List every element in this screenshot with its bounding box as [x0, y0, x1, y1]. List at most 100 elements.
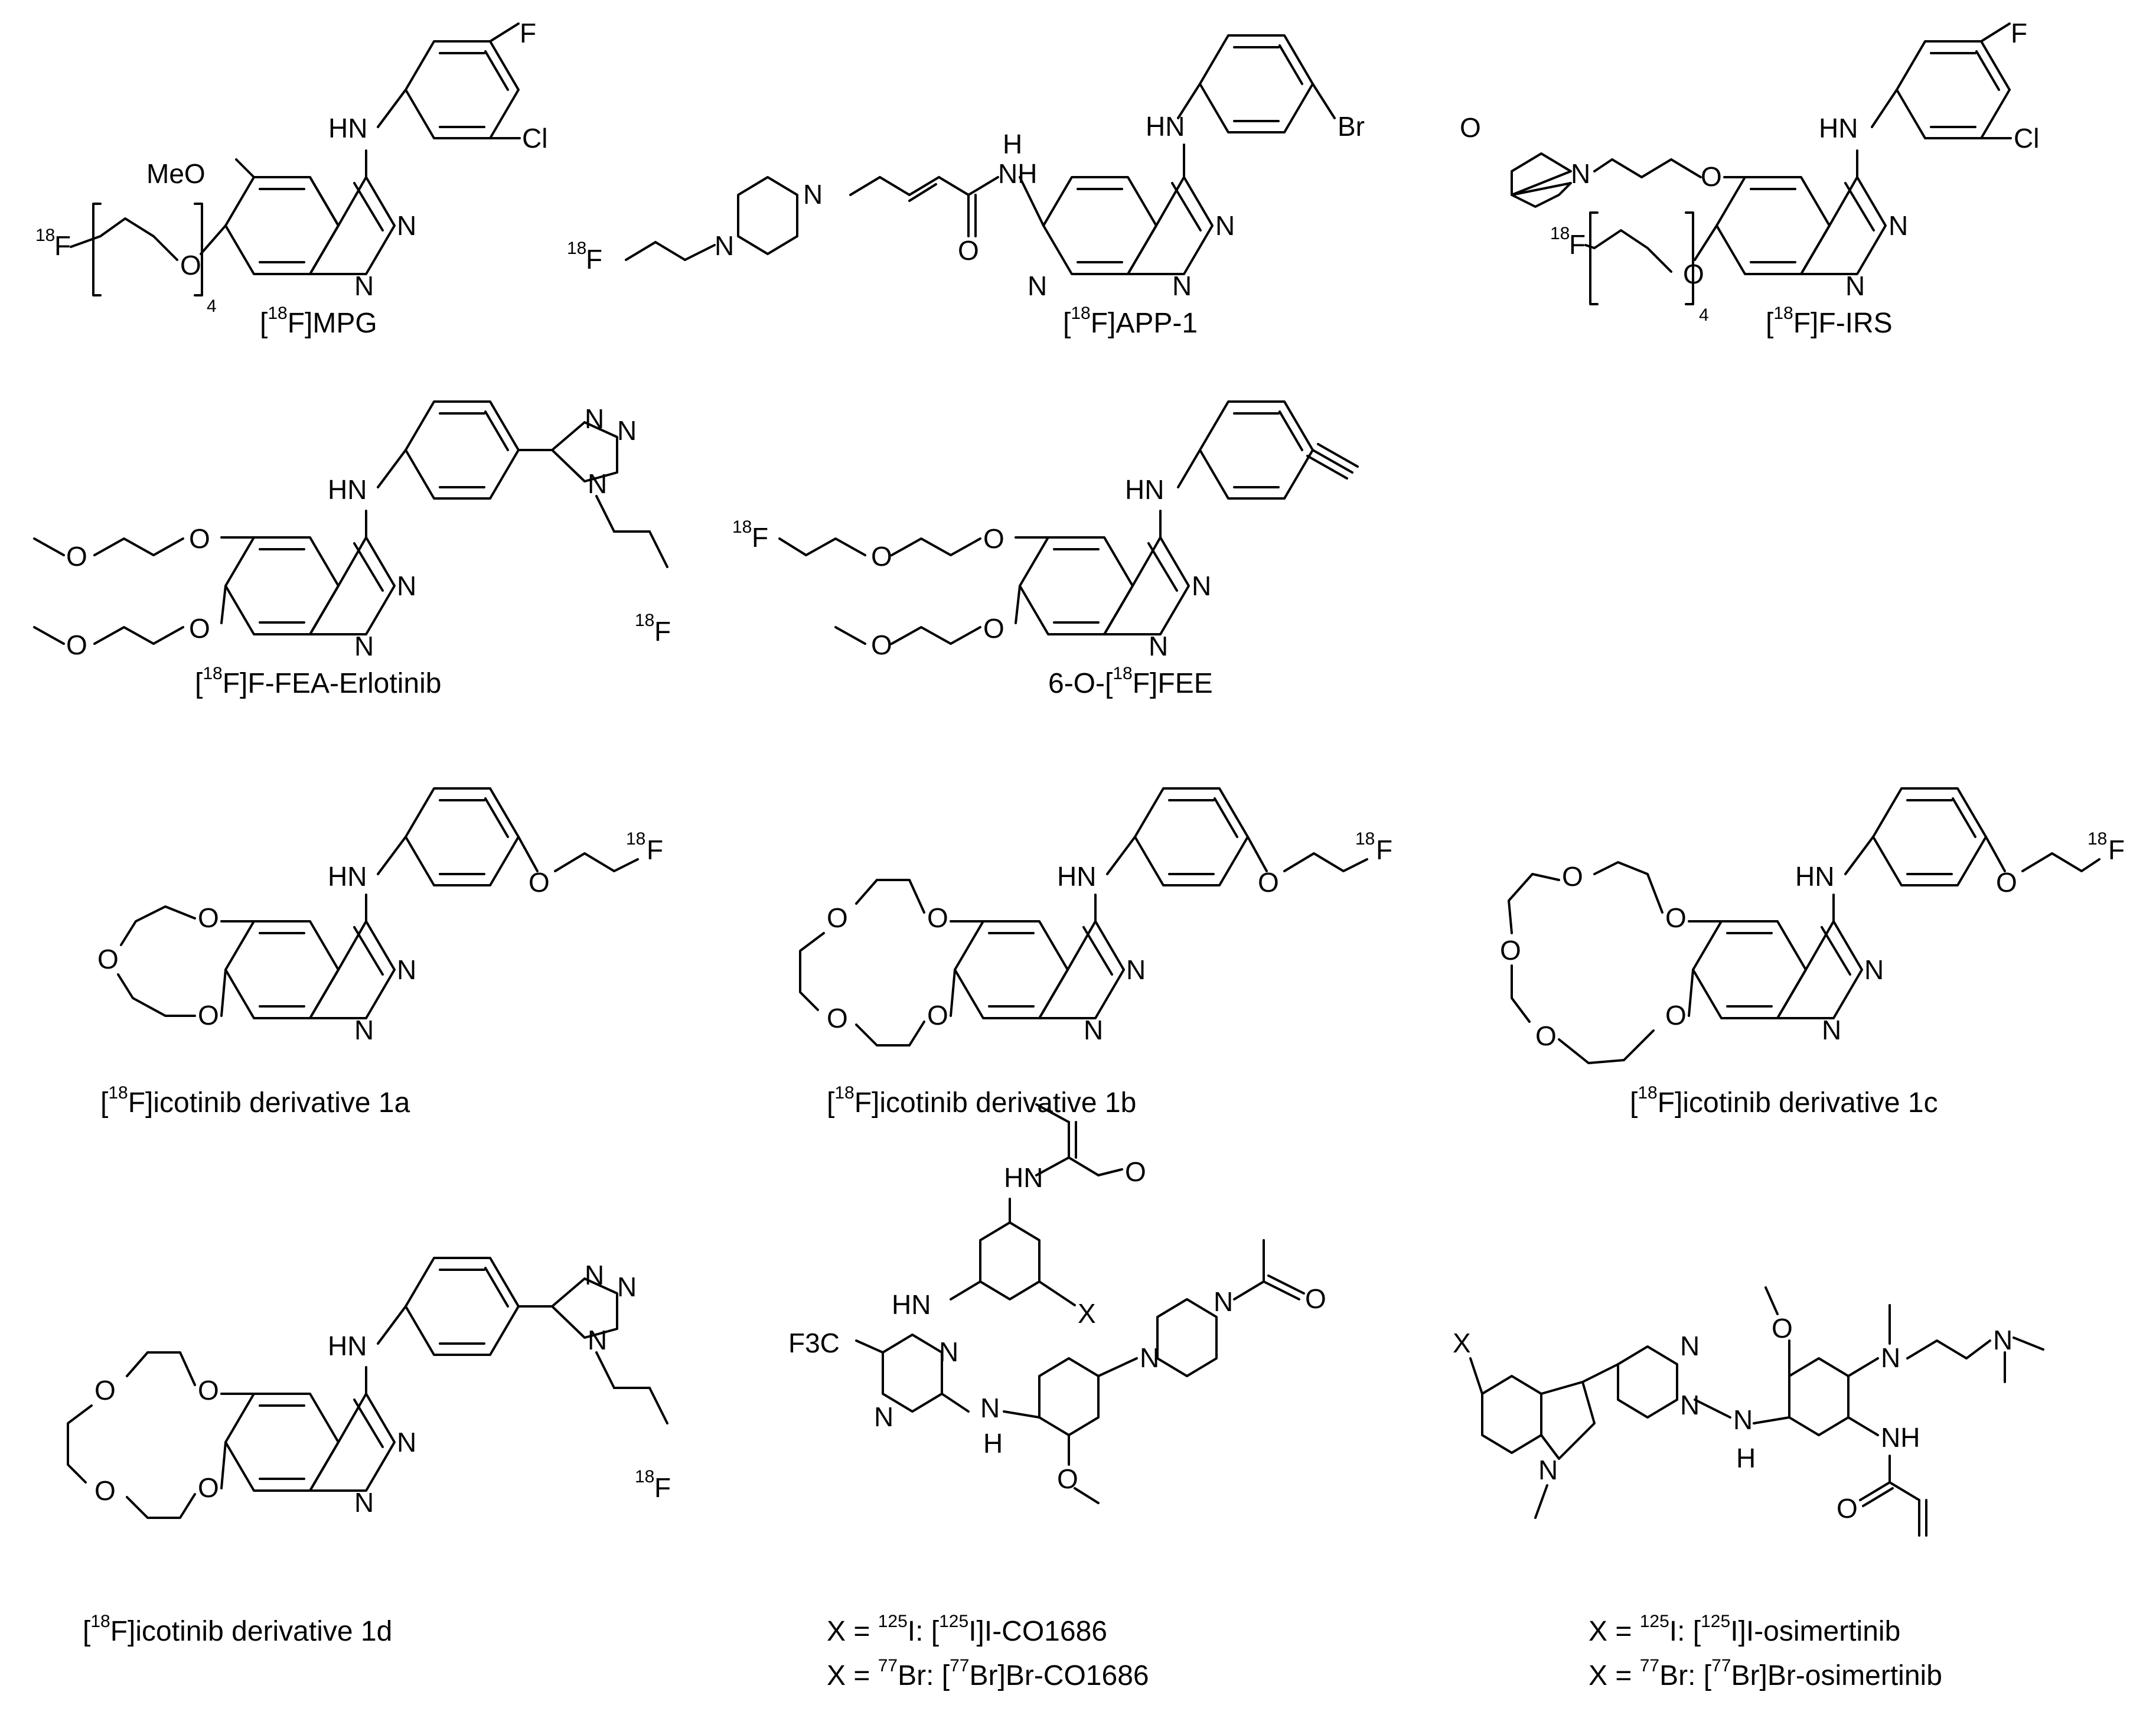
atom-n: N	[397, 954, 416, 985]
atom-n: N	[1028, 270, 1047, 301]
atom-o: O	[1562, 861, 1583, 892]
atom-o: O	[1665, 902, 1687, 933]
structure-ffea-erlotinib: N N N 18 F HN N N O O O O	[33, 400, 671, 661]
atom-n: N	[939, 1336, 958, 1367]
svg-text:F: F	[654, 1472, 671, 1503]
atom-o: O	[827, 902, 848, 933]
caption-osimertinib-i: X = 125I: [125I]I-osimertinib	[1589, 1612, 1901, 1647]
atom-o: O	[97, 944, 119, 974]
svg-text:18: 18	[567, 239, 586, 258]
svg-text:18: 18	[2087, 829, 2107, 849]
atom-n: N	[1215, 210, 1235, 241]
atom-o: O	[189, 523, 210, 554]
atom-o: O	[1500, 935, 1521, 966]
atom-o: O	[1665, 1000, 1687, 1031]
caption-co1686-i: X = 125I: [125I]I-CO1686	[827, 1612, 1107, 1647]
svg-text:F: F	[2108, 834, 2125, 865]
atom-n: N	[803, 179, 823, 210]
atom-o: O	[1125, 1156, 1146, 1187]
atom-hn: HN	[1057, 861, 1096, 892]
structure-osimertinib: X N N N N H O N N NH O	[1453, 1286, 2044, 1537]
structure-icotinib-1b: O 18 F HN N N O O O O	[799, 787, 1392, 1047]
atom-n: N	[715, 230, 734, 261]
atom-o: O	[1772, 1313, 1793, 1344]
atom-hn: HN	[1146, 111, 1185, 142]
atom-o: O	[927, 1000, 948, 1031]
atom-n: N	[354, 270, 374, 301]
atom-n: N	[588, 468, 607, 499]
atom-o: O	[983, 613, 1004, 644]
caption-icotinib-1b: [18F]icotinib derivative 1b	[827, 1083, 1137, 1119]
svg-text:18: 18	[626, 829, 645, 849]
atom-n: N	[588, 1325, 607, 1355]
caption-co1686-br: X = 77Br: [77Br]Br-CO1686	[827, 1656, 1149, 1691]
atom-o: O	[66, 541, 87, 572]
atom-nh: NH	[1881, 1422, 1920, 1453]
atom-n: N	[585, 1260, 604, 1290]
atom-n: N	[1993, 1325, 2013, 1355]
atom-hn: HN	[1819, 113, 1858, 144]
atom-n: N	[1864, 954, 1884, 985]
structure-icotinib-1d: N N N 18 F HN N N O O O O	[67, 1257, 671, 1519]
svg-text:F: F	[54, 230, 71, 261]
atom-n: N	[1192, 571, 1211, 601]
atom-o: O	[1535, 1021, 1557, 1051]
svg-text:18: 18	[732, 517, 752, 537]
atom-cl: Cl	[2014, 123, 2039, 154]
atom-o: O	[189, 613, 210, 644]
svg-text:18: 18	[635, 1467, 654, 1486]
atom-n: N	[1149, 631, 1168, 661]
atom-o: O	[1996, 867, 2017, 898]
atom-o: O	[198, 902, 219, 933]
atom-o: O	[927, 902, 948, 933]
atom-br: Br	[1338, 111, 1365, 142]
structure-firs: F Cl HN N N O N O O 4 18 F	[1460, 18, 2039, 325]
atom-o: O	[198, 1472, 219, 1503]
structure-icotinib-1a: O 18 F HN N N O O O	[97, 787, 663, 1045]
atom-hn: HN	[328, 474, 367, 505]
svg-text:F: F	[647, 834, 663, 865]
atom-o: O	[66, 630, 87, 660]
atom-meo: MeO	[146, 158, 206, 189]
atom-n: N	[397, 1427, 416, 1458]
atom-n: N	[354, 1015, 374, 1045]
atom-n: N	[874, 1401, 893, 1432]
atom-cl: Cl	[522, 123, 547, 154]
atom-f: F	[520, 18, 536, 48]
caption-icotinib-1a: [18F]icotinib derivative 1a	[100, 1083, 410, 1119]
svg-text:F: F	[654, 616, 671, 647]
svg-text:F: F	[1376, 834, 1392, 865]
atom-n: N	[1680, 1390, 1700, 1420]
atom-hn: HN	[328, 113, 367, 144]
atom-n: N	[980, 1393, 1000, 1423]
atom-n: N	[1538, 1455, 1558, 1485]
atom-o: O	[180, 250, 201, 281]
atom-hn: HN	[1125, 474, 1164, 505]
atom-n: N	[397, 571, 416, 601]
atom-o: O	[1837, 1493, 1858, 1524]
atom-n: N	[1084, 1015, 1103, 1045]
atom-h: H	[1003, 129, 1022, 159]
caption-icotinib-1c: [18F]icotinib derivative 1c	[1630, 1083, 1938, 1119]
atom-n: N	[1733, 1404, 1753, 1435]
svg-text:18: 18	[35, 226, 55, 245]
atom-o: O	[94, 1375, 116, 1406]
svg-text:F: F	[1569, 229, 1586, 260]
atom-n: N	[1126, 954, 1146, 985]
atom-o: O	[871, 630, 892, 660]
caption-app1: [18F]APP-1	[1063, 304, 1198, 339]
atom-o: O	[529, 867, 550, 898]
structure-app1: Br HN N N N NH H O N N 18 F	[567, 34, 1365, 301]
atom-f: F	[2011, 18, 2027, 48]
atom-n: N	[1214, 1286, 1233, 1317]
atom-h: H	[983, 1428, 1003, 1459]
atom-o: O	[1460, 112, 1481, 143]
atom-hn: HN	[1004, 1162, 1043, 1193]
caption-icotinib-1d: [18F]icotinib derivative 1d	[83, 1612, 393, 1647]
caption-mpg: [18F]MPG	[260, 304, 377, 339]
atom-hn: HN	[892, 1289, 931, 1320]
svg-text:18: 18	[635, 611, 654, 630]
atom-o: O	[983, 523, 1004, 554]
atom-n: N	[617, 415, 637, 446]
